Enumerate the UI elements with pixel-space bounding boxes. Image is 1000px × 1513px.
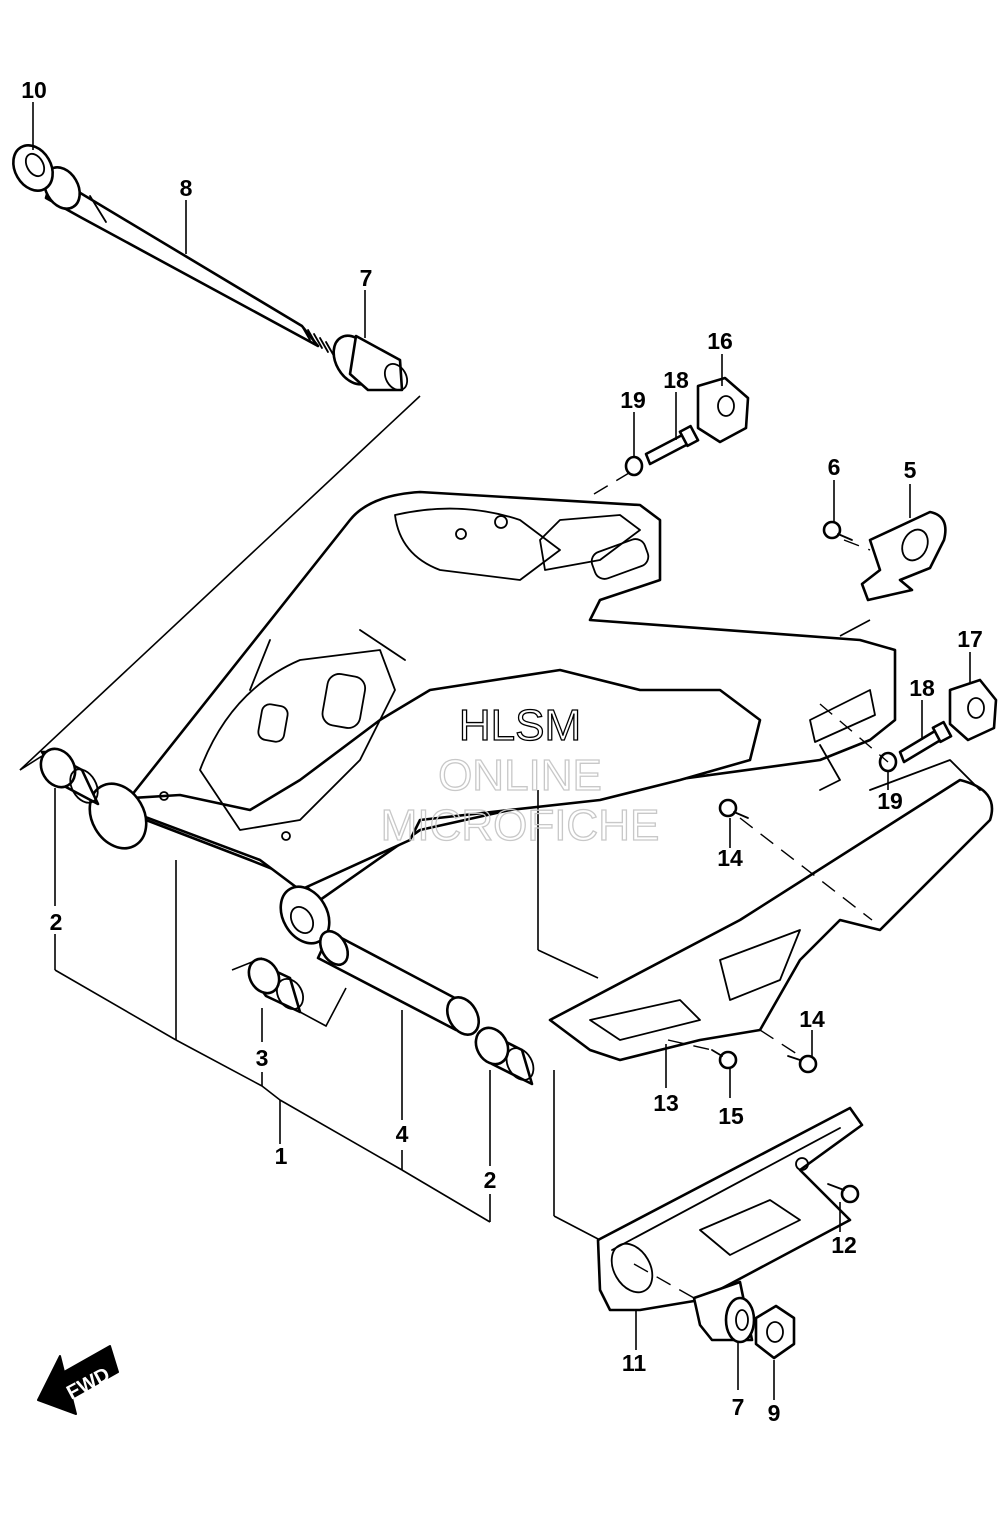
callout-3: 3 [256, 1045, 269, 1071]
callout-7-top: 7 [360, 265, 373, 291]
callout-2-right: 2 [484, 1167, 497, 1193]
adjuster-block-17 [948, 678, 998, 742]
callout-14-right: 14 [799, 1006, 825, 1032]
callout-17: 17 [957, 626, 983, 652]
nut-19-top [624, 455, 644, 477]
callout-1: 1 [275, 1143, 288, 1169]
callout-11: 11 [622, 1350, 647, 1376]
watermark-line3: MICROFICHE [381, 801, 660, 850]
callout-16: 16 [707, 328, 733, 354]
screw-15 [711, 1049, 738, 1070]
callout-19-top: 19 [620, 387, 646, 413]
collar-bottom [692, 1280, 756, 1344]
callout-5: 5 [904, 457, 917, 483]
adjuster-block-16 [696, 376, 750, 444]
callout-18-right: 18 [909, 675, 935, 701]
callout-numbers: 10 8 7 16 18 19 6 5 17 18 19 2 14 3 14 1… [21, 77, 983, 1426]
bearing-2-left [39, 747, 100, 806]
callout-13: 13 [653, 1090, 679, 1116]
callout-7-bottom: 7 [732, 1394, 745, 1420]
chain-guide-11 [596, 1106, 864, 1312]
washer-10 [12, 144, 54, 192]
callout-9: 9 [768, 1400, 781, 1426]
spacer-4 [316, 929, 481, 1036]
shaft-thread [301, 325, 335, 357]
nut-9 [754, 1304, 796, 1360]
callout-14-top: 14 [717, 845, 743, 871]
adjuster-bolt-18-top [644, 424, 700, 466]
callout-12: 12 [831, 1232, 857, 1258]
callout-4: 4 [396, 1121, 409, 1147]
adjuster-bolt-18-right [898, 720, 953, 764]
bearing-3 [247, 957, 305, 1014]
collar-top [332, 334, 409, 392]
screw-14-right [787, 1054, 818, 1074]
callout-18-top: 18 [663, 367, 689, 393]
callout-6: 6 [828, 454, 841, 480]
chain-cover-13 [548, 759, 994, 1062]
dashed-assembly-lines [593, 469, 889, 1299]
fwd-arrow: FWD [37, 1345, 119, 1415]
callout-10: 10 [21, 77, 47, 103]
bracket-5 [860, 510, 947, 602]
callout-8: 8 [180, 175, 193, 201]
screw-12 [827, 1183, 860, 1204]
swingarm-body [88, 490, 897, 945]
watermark-line1: HLSM [459, 701, 581, 750]
leader-lines [19, 102, 971, 1400]
screw-6 [822, 520, 853, 541]
callout-2-left: 2 [50, 909, 63, 935]
bearing-2-right [474, 1026, 535, 1086]
callout-15: 15 [718, 1103, 744, 1129]
screw-14-top [718, 798, 749, 819]
callout-19-right: 19 [877, 788, 903, 814]
watermark: HLSM ONLINE MICROFICHE [380, 700, 660, 850]
watermark-line2: ONLINE [438, 751, 602, 800]
